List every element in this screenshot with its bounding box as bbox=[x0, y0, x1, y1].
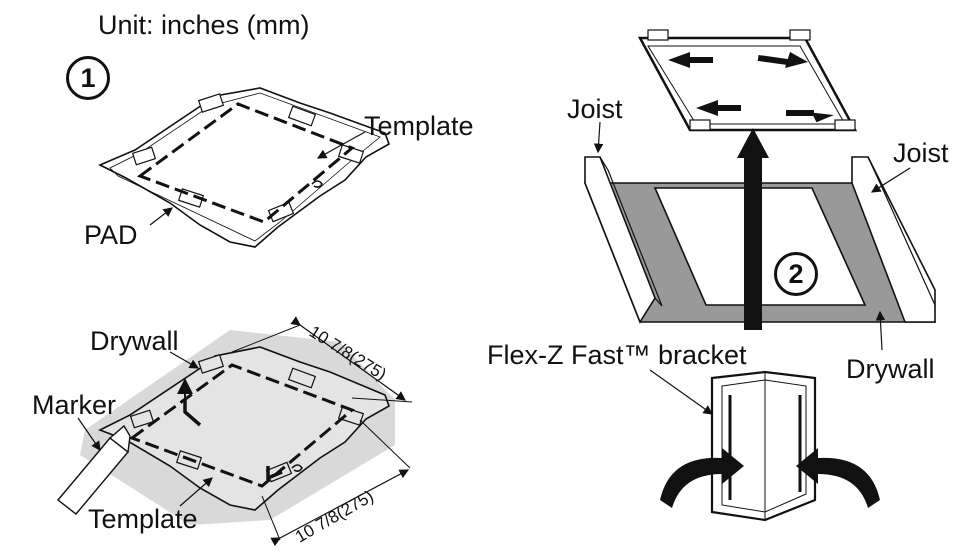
joist-label-left: Joist bbox=[567, 94, 623, 124]
template-dashed-outline bbox=[136, 102, 355, 224]
drywall-right-leader bbox=[875, 310, 886, 351]
pad-outline bbox=[98, 87, 390, 248]
template-leader-top bbox=[316, 131, 366, 159]
drywall-marking bbox=[56, 316, 413, 547]
template-dashed-outline-2 bbox=[128, 363, 355, 488]
template-label-bottom: Template bbox=[88, 504, 198, 534]
step-1-badge: 1 bbox=[66, 56, 110, 100]
marker-pen bbox=[56, 424, 131, 515]
joist-label-right: Joist bbox=[893, 138, 949, 168]
pad-label: PAD bbox=[84, 220, 138, 250]
fold-arrows bbox=[660, 448, 880, 508]
ceiling-section bbox=[583, 128, 937, 330]
expand-arrows bbox=[668, 52, 834, 123]
pad-leader bbox=[149, 207, 173, 226]
bracket-frame-top bbox=[637, 29, 858, 132]
joist-right-leader bbox=[870, 167, 911, 193]
unit-label: Unit: inches (mm) bbox=[98, 10, 310, 40]
pad-with-template bbox=[98, 87, 390, 248]
template-label-top: Template bbox=[364, 111, 474, 141]
drywall-leader-left bbox=[169, 351, 200, 369]
step-2-badge: 2 bbox=[774, 252, 818, 296]
bracket-leader bbox=[649, 369, 713, 415]
bracket-label: Flex-Z Fast™ bracket bbox=[487, 340, 747, 370]
drywall-label-left: Drywall bbox=[90, 326, 179, 356]
bracket-frame-folded bbox=[710, 370, 817, 522]
marker-label: Marker bbox=[32, 390, 117, 420]
marker-leader bbox=[77, 417, 101, 451]
template-leader-bottom bbox=[179, 477, 213, 507]
joist-left-leader bbox=[593, 121, 604, 154]
drywall-label-right: Drywall bbox=[846, 354, 935, 384]
